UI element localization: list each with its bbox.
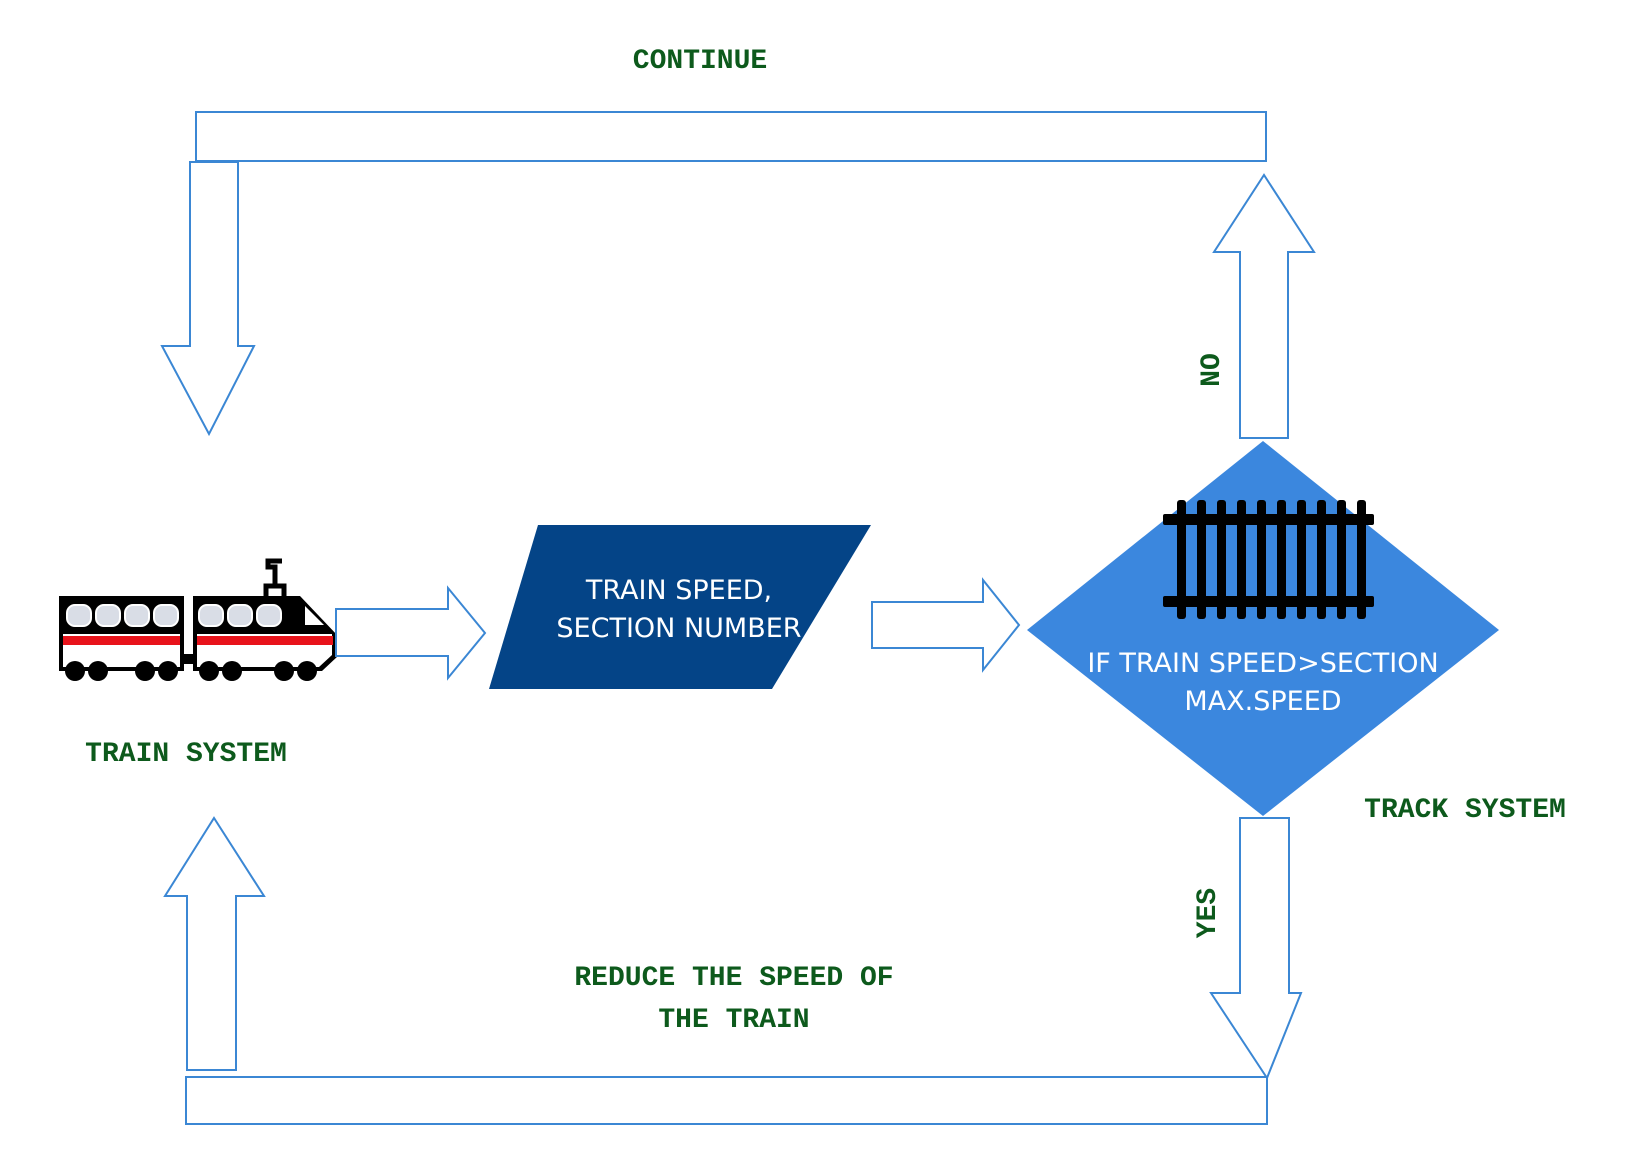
train-system-label: TRAIN SYSTEM [85, 739, 287, 770]
no-label: NO [1197, 353, 1228, 387]
continue-down-arrow [160, 161, 256, 437]
reduce-label-line2: THE TRAIN [658, 1005, 809, 1036]
continue-label: CONTINUE [633, 46, 767, 77]
input-line1: TRAIN SPEED, [585, 575, 772, 606]
input-to-decision-arrow [871, 577, 1021, 673]
track-system-label: TRACK SYSTEM [1364, 795, 1566, 826]
no-up-arrow [1212, 173, 1316, 439]
train-icon [59, 558, 338, 681]
reduce-label-line1: REDUCE THE SPEED OF [574, 963, 893, 994]
reduce-connector-bar [185, 1076, 1268, 1125]
continue-connector-bar [195, 111, 1267, 162]
railway-track-icon [1163, 500, 1374, 619]
decision-line2: MAX.SPEED [1184, 686, 1341, 717]
yes-label: YES [1193, 888, 1224, 938]
decision-diamond: IF TRAIN SPEED>SECTION MAX.SPEED [1027, 441, 1499, 816]
train-to-input-arrow [335, 585, 487, 681]
yes-down-arrow [1209, 817, 1303, 1081]
input-line2: SECTION NUMBER [556, 613, 801, 644]
reduce-up-arrow [163, 816, 266, 1071]
input-parallelogram: TRAIN SPEED, SECTION NUMBER [489, 525, 871, 689]
decision-line1: IF TRAIN SPEED>SECTION [1087, 648, 1438, 679]
